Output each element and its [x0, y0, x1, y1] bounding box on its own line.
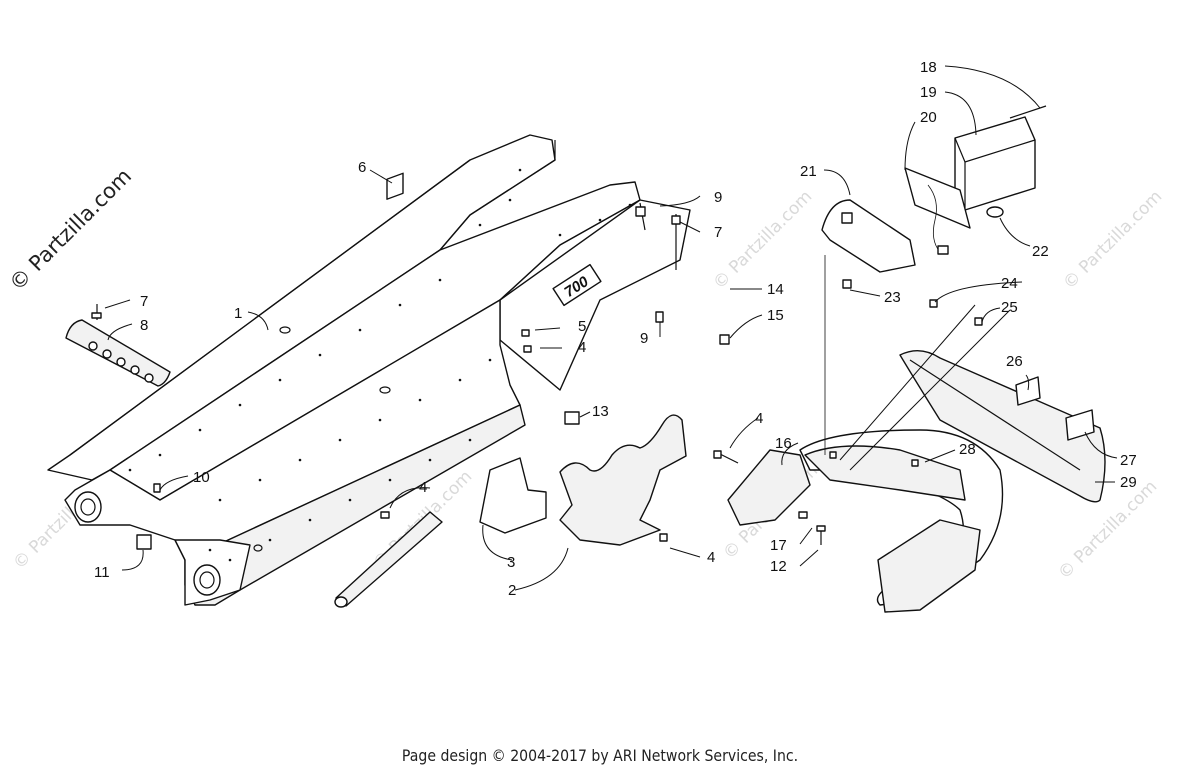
rear-bumper-assembly [727, 350, 1106, 613]
callout-13: 13 [592, 403, 609, 420]
part-11-clip [136, 534, 152, 550]
part-4-hose [335, 511, 443, 607]
part-6-plate [386, 172, 404, 200]
callouts: 1 2 3 4 4 4 4 5 6 7 7 8 9 9 10 11 12 13 … [94, 59, 1137, 599]
callout-20: 20 [920, 109, 937, 126]
callout-25: 25 [1001, 299, 1018, 316]
callout-16: 16 [775, 435, 792, 452]
part-2-deflector [559, 414, 687, 546]
part-3-bracket [479, 457, 547, 534]
callout-28: 28 [959, 441, 976, 458]
callout-4-b: 4 [419, 479, 427, 496]
part-13-clip [564, 411, 580, 425]
page-footer: Page design © 2004-2017 by ARI Network S… [401, 746, 799, 765]
callout-2: 2 [508, 582, 516, 599]
callout-15: 15 [767, 307, 784, 324]
callout-4-c: 4 [707, 549, 715, 566]
callout-17: 17 [770, 537, 787, 554]
part-8-shield [65, 319, 171, 387]
callout-9-b: 9 [640, 330, 648, 347]
callout-4-a: 4 [578, 339, 586, 356]
callout-8: 8 [140, 317, 148, 334]
callout-4-d: 4 [755, 410, 763, 427]
callout-21: 21 [800, 163, 817, 180]
callout-3: 3 [507, 554, 515, 571]
callout-19: 19 [920, 84, 937, 101]
callout-9-a: 9 [714, 189, 722, 206]
callout-29: 29 [1120, 474, 1137, 491]
callout-6: 6 [358, 159, 366, 176]
tunnel-part-1 [47, 134, 691, 606]
callout-18: 18 [920, 59, 937, 76]
watermark-2: © Partzilla.com [709, 187, 816, 294]
callout-22: 22 [1032, 243, 1049, 260]
hardware [91, 202, 983, 545]
callout-11: 11 [94, 564, 110, 581]
watermark-3: © Partzilla.com [1059, 187, 1166, 294]
callout-27: 27 [1120, 452, 1137, 469]
callout-26: 26 [1006, 353, 1023, 370]
leader-lines [104, 65, 1118, 591]
callout-12: 12 [770, 558, 787, 575]
watermark-7: © Partzilla.com [1054, 477, 1161, 584]
callout-1: 1 [234, 305, 242, 322]
callout-23: 23 [884, 289, 901, 306]
callout-7-b: 7 [714, 224, 722, 241]
callout-5: 5 [578, 318, 586, 335]
callout-24: 24 [1001, 275, 1018, 292]
taillight-assembly [821, 105, 1047, 289]
watermark-main: © Partzilla.com [5, 164, 137, 296]
rivet-holes [128, 168, 632, 572]
callout-10: 10 [193, 469, 210, 486]
callout-14: 14 [767, 281, 784, 298]
callout-7-a: 7 [140, 293, 148, 310]
